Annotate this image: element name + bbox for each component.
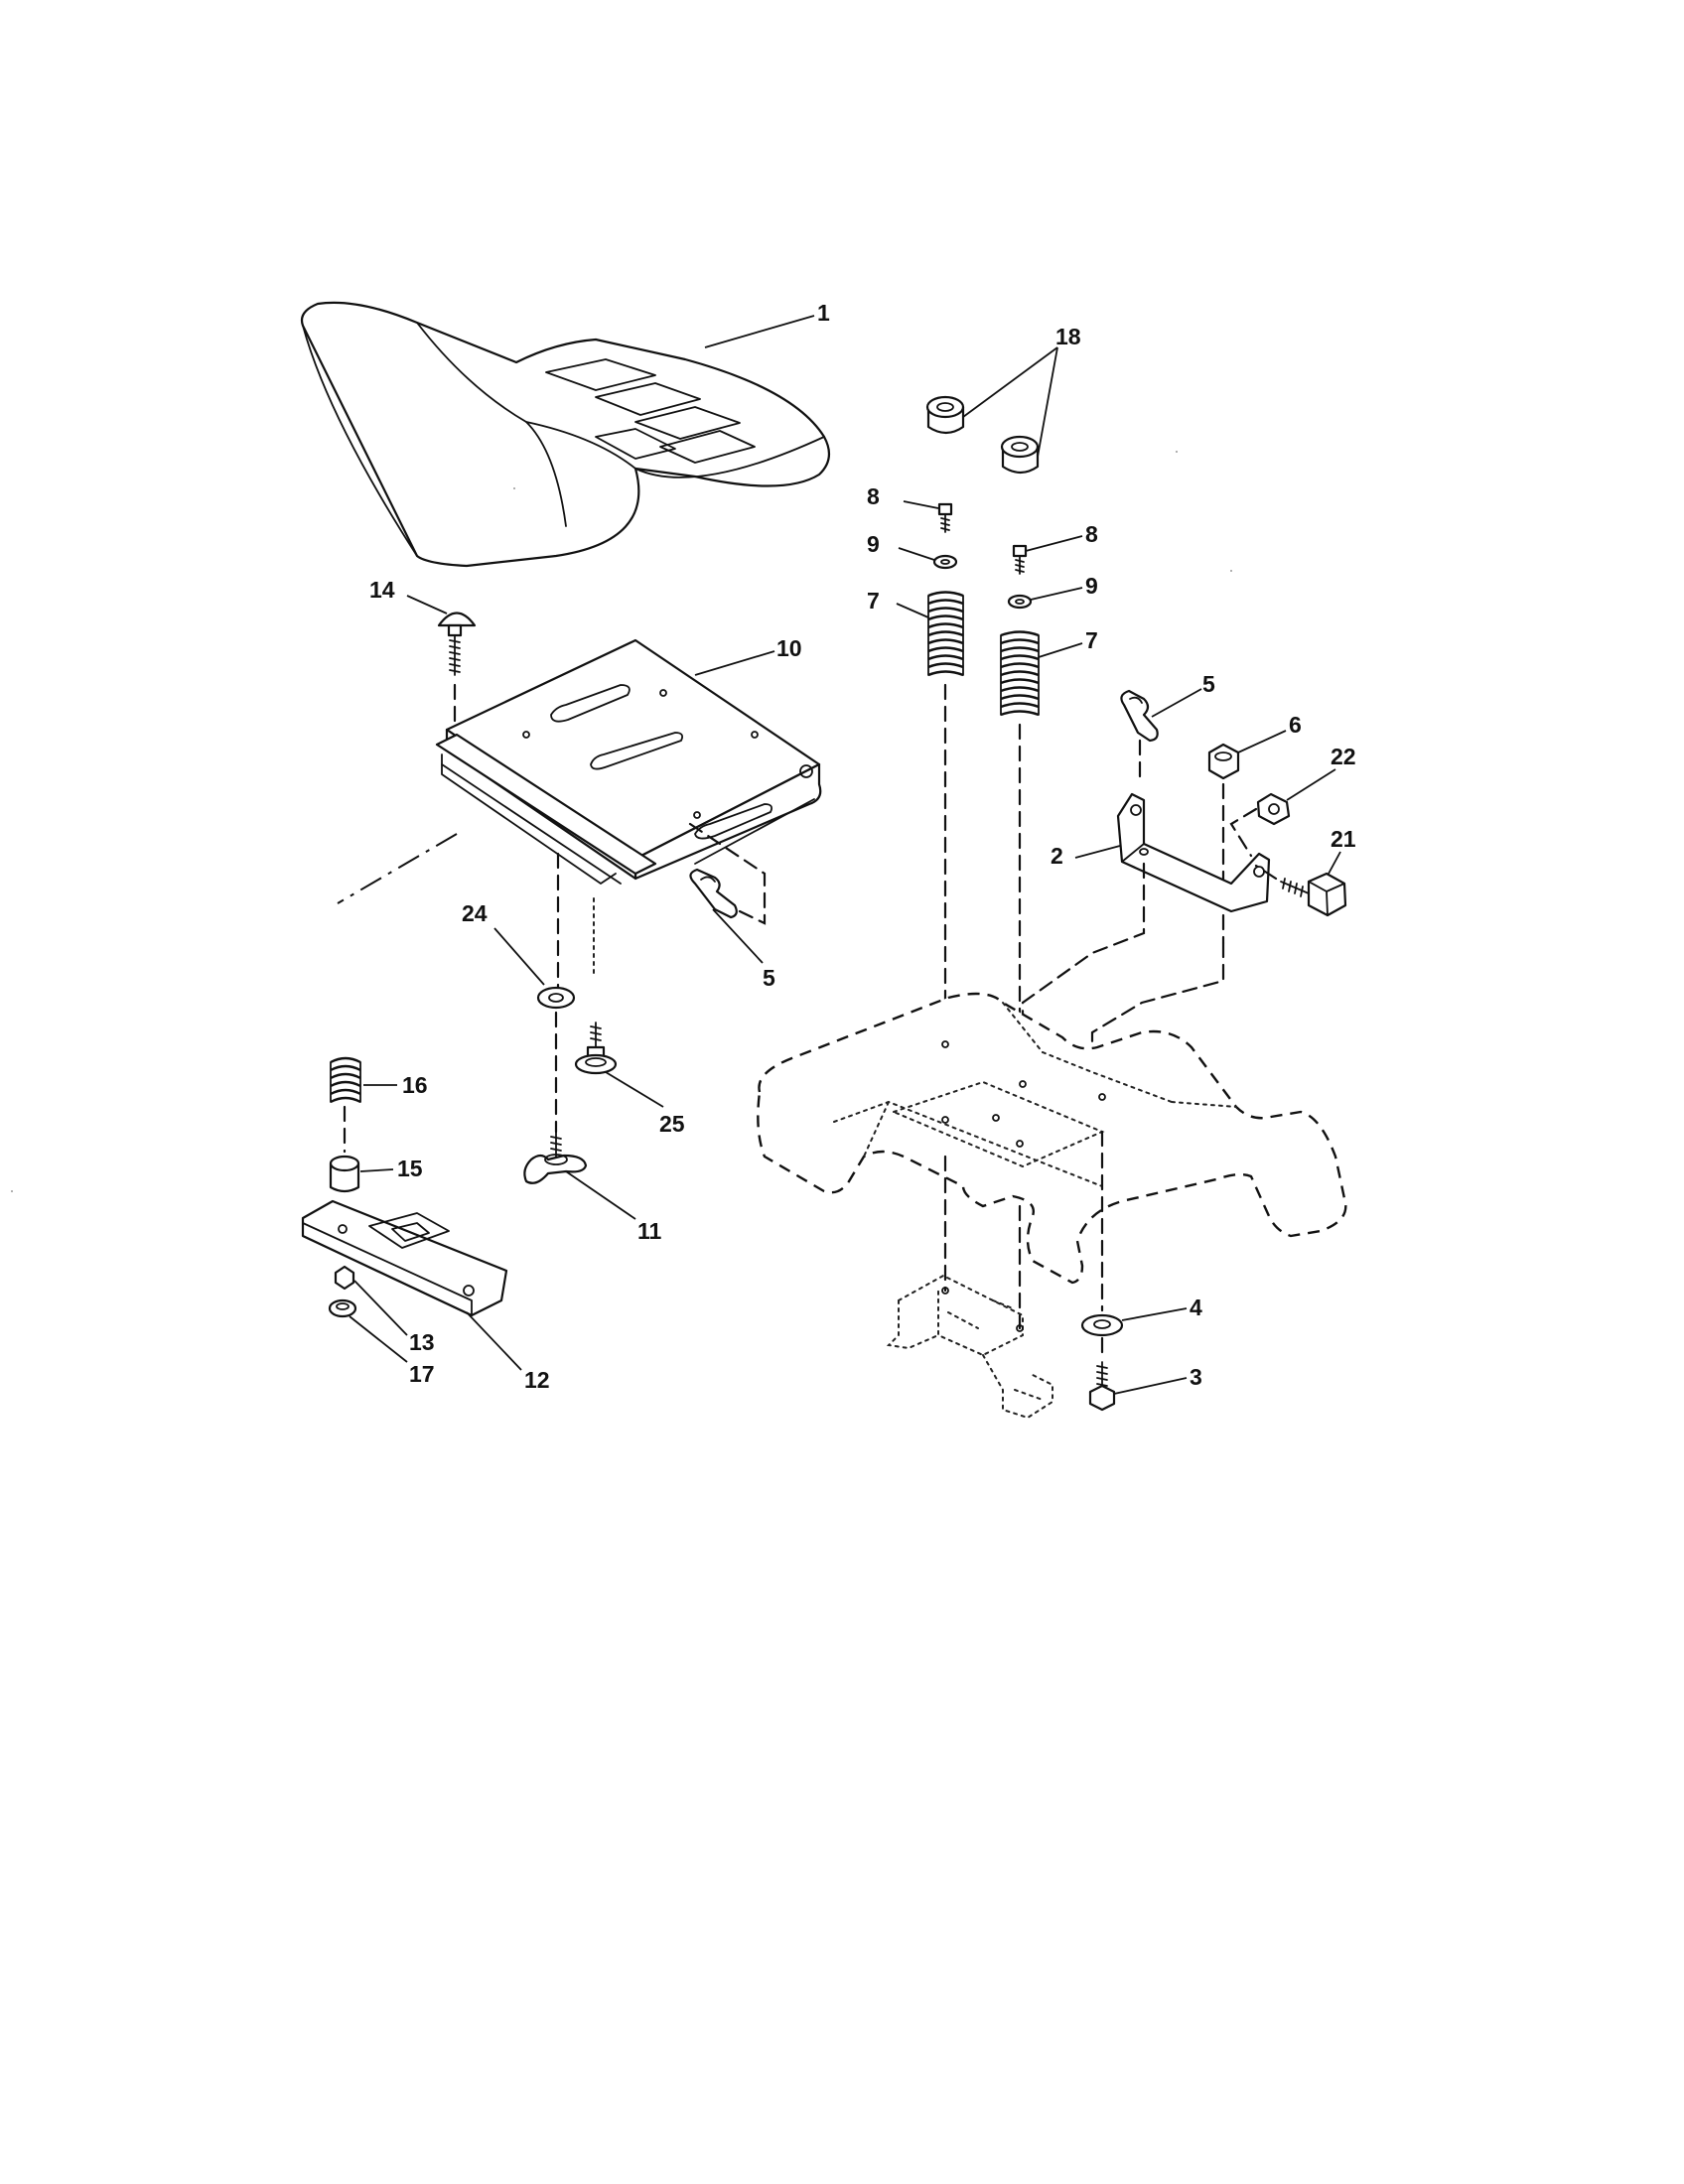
washer-left <box>932 554 958 570</box>
callout-25: 25 <box>659 1111 685 1137</box>
clip-right <box>1120 689 1159 743</box>
callout-11: 11 <box>637 1218 662 1244</box>
callout-3: 3 <box>1190 1364 1202 1390</box>
spacer-left <box>925 395 965 435</box>
leader-15 <box>359 1168 394 1172</box>
callout-15: 15 <box>397 1156 423 1181</box>
bolt-left <box>937 502 953 533</box>
leader-8a <box>903 500 939 509</box>
leader-13 <box>353 1280 408 1336</box>
callout-8a: 8 <box>867 483 880 509</box>
callout-16: 16 <box>402 1072 428 1098</box>
callout-7a: 7 <box>867 588 880 614</box>
bolt-right <box>1012 544 1028 575</box>
leader-1 <box>704 315 815 348</box>
frame-bracket-phantom <box>886 1274 1053 1420</box>
spring-left <box>927 591 964 677</box>
adjustment-knob <box>523 1131 588 1184</box>
guide-line-21 <box>1254 864 1278 881</box>
callout-6: 6 <box>1289 712 1302 738</box>
callout-13: 13 <box>409 1329 435 1355</box>
plate-nut <box>334 1265 355 1291</box>
spring-right <box>1000 630 1040 717</box>
guide-line-pan-left <box>337 833 458 904</box>
hex-bolt <box>1280 872 1347 917</box>
adjustment-plate <box>301 1199 508 1317</box>
callout-9a: 9 <box>867 531 880 557</box>
leader-8b <box>1025 535 1083 552</box>
callout-18: 18 <box>1055 324 1081 349</box>
fender-phantom <box>757 992 1347 1285</box>
leader-24 <box>493 927 545 986</box>
callout-14: 14 <box>369 577 395 603</box>
speck <box>11 1190 13 1192</box>
leader-10 <box>694 650 775 676</box>
speck <box>1176 451 1178 453</box>
callout-1: 1 <box>817 300 830 326</box>
shoulder-bolt <box>574 1022 618 1075</box>
leader-22 <box>1286 768 1336 801</box>
hex-nut <box>1256 792 1291 826</box>
leader-9b <box>1030 587 1083 601</box>
leader-9a <box>898 547 935 561</box>
guide-line-bracket-right <box>1090 941 1225 1074</box>
callout-7b: 7 <box>1085 627 1098 653</box>
flat-washer <box>536 986 576 1010</box>
leader-14 <box>406 595 448 614</box>
speck <box>513 487 515 489</box>
leader-3 <box>1113 1377 1188 1395</box>
leader-12 <box>466 1311 522 1371</box>
guide-line-clip-left <box>688 822 767 925</box>
callout-24: 24 <box>462 900 488 926</box>
leader-17 <box>349 1315 408 1363</box>
callout-10: 10 <box>776 635 802 661</box>
callout-5a: 5 <box>763 965 775 991</box>
guide-line-22 <box>1229 807 1258 858</box>
leader-11 <box>565 1170 636 1220</box>
fender-washer <box>1080 1313 1124 1337</box>
leader-18a <box>962 346 1058 418</box>
seat <box>300 301 831 568</box>
leader-5a <box>712 908 764 964</box>
carriage-bolt <box>437 612 477 676</box>
leader-4 <box>1121 1307 1188 1321</box>
leader-7b <box>1038 642 1083 658</box>
callout-4: 4 <box>1190 1295 1202 1320</box>
leader-7a <box>896 603 929 618</box>
clip-left <box>689 868 738 919</box>
washer-right <box>1007 594 1033 610</box>
callout-2: 2 <box>1051 843 1063 869</box>
leader-2 <box>1074 845 1121 859</box>
callout-9b: 9 <box>1085 573 1098 599</box>
spacer-right <box>1000 435 1040 475</box>
callout-22: 22 <box>1331 744 1356 769</box>
callout-21: 21 <box>1331 826 1356 852</box>
lock-nut <box>1207 743 1240 780</box>
leader-5b <box>1151 688 1202 718</box>
callout-5b: 5 <box>1202 671 1215 697</box>
callout-8b: 8 <box>1085 521 1098 547</box>
plate-washer <box>328 1298 357 1318</box>
speck <box>1230 570 1232 572</box>
callout-12: 12 <box>524 1367 550 1393</box>
seat-pan <box>435 638 822 885</box>
leader-6 <box>1237 730 1287 753</box>
fender-bolt <box>1088 1361 1116 1412</box>
bushing <box>329 1155 360 1193</box>
adjust-spring <box>330 1056 361 1104</box>
leader-18b <box>1037 346 1058 458</box>
leader-25 <box>605 1071 664 1108</box>
callout-17: 17 <box>409 1361 435 1387</box>
bracket <box>1116 792 1271 913</box>
leader-21 <box>1328 851 1341 875</box>
